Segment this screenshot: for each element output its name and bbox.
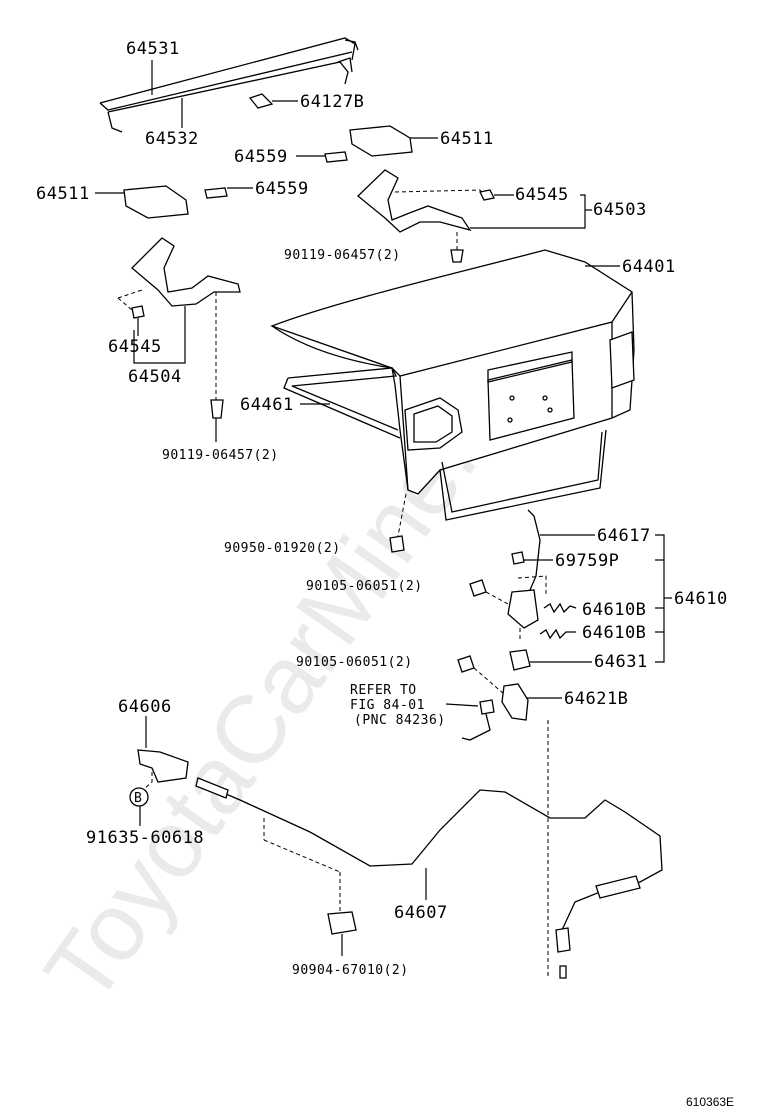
bracket-64610 (655, 534, 665, 663)
cable-end-left-drawing (195, 777, 229, 799)
cushion-90950-drawing (389, 535, 405, 553)
bracket-64621b-drawing (501, 683, 529, 721)
cable-sleeve-drawing (595, 875, 641, 899)
clip-64127b-drawing (248, 93, 274, 109)
label-64607: 64607 (394, 903, 448, 923)
lock-dashed-guides (517, 575, 547, 640)
weatherstrip-drawing (283, 367, 607, 521)
marker-b-circle (129, 787, 149, 807)
refer-note-line2: FIG 84-01 (350, 698, 425, 713)
cable-end-right-drawing (555, 927, 571, 979)
clamp-90904-drawing (327, 911, 357, 935)
label-64503: 64503 (593, 200, 647, 220)
label-64545-left: 64545 (108, 337, 162, 357)
marker-b-text: B (134, 791, 142, 806)
label-64461: 64461 (240, 395, 294, 415)
spring-64610b-a-drawing (543, 602, 577, 614)
label-64610: 64610 (674, 589, 728, 609)
bolt-64559-right-drawing (324, 151, 348, 163)
dash-90105-top (485, 591, 509, 605)
release-lever-drawing (137, 749, 189, 783)
cushion-64545-left-drawing (131, 305, 145, 319)
label-90904: 90904-67010(2) (292, 963, 409, 978)
label-64531: 64531 (126, 39, 180, 59)
label-91635: 91635-60618 (86, 828, 204, 848)
label-64621b: 64621B (564, 689, 628, 709)
bolt-90105-bottom-drawing (457, 655, 475, 673)
label-90119-right: 90119-06457(2) (284, 248, 401, 263)
bracket-64503 (470, 194, 586, 229)
label-69759p: 69759P (555, 551, 619, 571)
cushion-64545-right-drawing (479, 189, 495, 201)
label-64127b: 64127B (300, 92, 364, 112)
dash-90105-bottom (473, 667, 505, 695)
bolt-90105-top-drawing (469, 579, 487, 597)
dash-90950 (397, 493, 407, 537)
label-64511-right: 64511 (440, 129, 494, 149)
connector-84236-drawing (461, 699, 495, 741)
label-64511-left: 64511 (36, 184, 90, 204)
bolt-90119-left-drawing (210, 399, 224, 419)
lock-rod-64617-drawing (527, 509, 541, 591)
diagram-code: 610363E (686, 1095, 734, 1109)
hinge-right-drawing (357, 169, 472, 233)
hinge-left-dashed-guide (117, 289, 143, 311)
label-64559-left: 64559 (255, 179, 309, 199)
bracket-64504 (133, 306, 186, 364)
refer-note-line3: (PNC 84236) (354, 713, 446, 728)
label-64631: 64631 (594, 652, 648, 672)
label-90105-top: 90105-06051(2) (306, 579, 423, 594)
label-64610b-b: 64610B (582, 623, 646, 643)
leader-refer-note (445, 703, 479, 707)
hinge-bracket-left-drawing (123, 185, 189, 219)
label-64504: 64504 (128, 367, 182, 387)
label-90105-bottom: 90105-06051(2) (296, 655, 413, 670)
label-64617: 64617 (597, 526, 651, 546)
spring-64610b-b-drawing (539, 628, 576, 640)
label-90950: 90950-01920(2) (224, 541, 341, 556)
clip-69759p-drawing (511, 551, 525, 565)
hinge-left-drawing (131, 237, 241, 307)
label-64610b-a: 64610B (582, 600, 646, 620)
hinge-right-dashed-guide (394, 189, 486, 197)
label-64606: 64606 (118, 697, 172, 717)
dash-cable-clamp2 (263, 839, 341, 873)
striker-64631-drawing (509, 649, 531, 671)
trunk-lid-drawing (270, 249, 635, 495)
label-64532: 64532 (145, 129, 199, 149)
lock-body-drawing (507, 589, 539, 629)
bolt-90119-right-drawing (450, 249, 464, 263)
label-64545-right: 64545 (515, 185, 569, 205)
hinge-bracket-right-drawing (349, 125, 413, 157)
label-64559-right: 64559 (234, 147, 288, 167)
bolt-64559-left-drawing (204, 187, 228, 199)
refer-note-line1: REFER TO (350, 683, 417, 698)
label-64401: 64401 (622, 257, 676, 277)
label-90119-left: 90119-06457(2) (162, 448, 279, 463)
torsion-bar-drawing (99, 37, 359, 133)
